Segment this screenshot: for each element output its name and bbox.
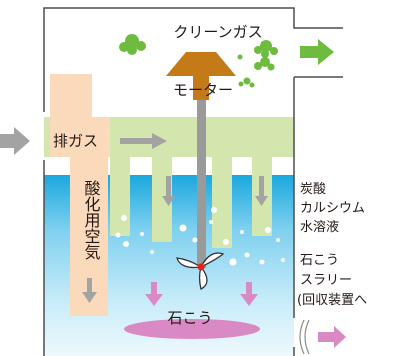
flue-gas-flow-arrow	[120, 133, 167, 149]
oxidation-air-label: 酸化用空気	[82, 180, 101, 261]
clean-gas-label: クリーンガス	[173, 23, 262, 41]
solution-label-line-1: 炭酸	[300, 182, 326, 197]
clean-gas-cloud-icon	[119, 34, 278, 88]
gypsum-label: 石こう	[167, 309, 212, 327]
solution-label-line-2: カルシウム	[300, 201, 365, 216]
flue-gas-label: 排ガス	[53, 132, 98, 150]
slurry-label: 石こう スラリー (回収装置へ	[297, 253, 367, 308]
slurry-down-arrows	[145, 282, 258, 306]
motor-icon	[166, 52, 236, 100]
bubbles	[115, 207, 285, 266]
solution-label: 炭酸 カルシウム 水溶液	[300, 182, 365, 235]
clean-gas-outlet-arrow	[300, 39, 334, 65]
motor-label: モーター	[173, 81, 233, 99]
slurry-label-line-3: (回収装置へ	[297, 293, 367, 308]
slurry-label-line-1: 石こう	[300, 253, 339, 268]
solution-label-line-3: 水溶液	[300, 220, 339, 235]
slurry-label-line-2: スラリー	[300, 273, 352, 288]
oxidation-air-pipe	[50, 74, 110, 316]
slurry-outlet-pipe	[296, 319, 322, 356]
air-down-arrow	[82, 278, 97, 303]
gas-down-arrows	[162, 176, 268, 206]
tank-wall	[43, 7, 343, 356]
flue-gas-inlet-arrow	[0, 127, 30, 155]
gypsum-deposit	[124, 319, 260, 339]
agitator-shaft	[197, 98, 206, 268]
agitator-impeller-icon	[176, 252, 225, 290]
slurry-outlet-arrow	[318, 326, 346, 348]
